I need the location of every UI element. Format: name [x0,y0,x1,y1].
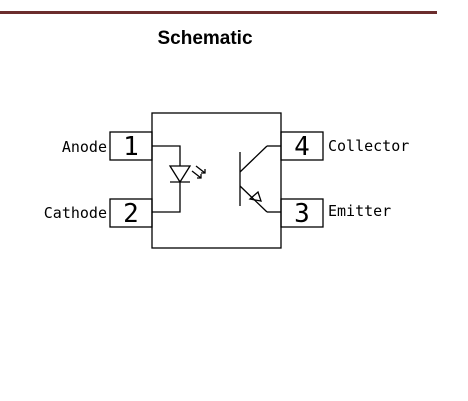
page-title: Schematic [157,28,253,49]
pin-1-number: 1 [123,132,139,162]
header-rule [0,11,437,14]
pin-4-number: 4 [294,132,310,162]
emitter-label: Emitter [328,202,391,220]
pin-2-box [109,198,153,228]
pin-3-box [280,198,324,228]
led-symbol [152,145,206,213]
anode-label: Anode [62,138,107,156]
cathode-label: Cathode [44,204,107,222]
phototransistor-symbol [239,145,281,213]
ic-body [151,112,282,249]
collector-label: Collector [328,137,409,155]
pin-3-number: 3 [294,199,310,229]
pin-2-number: 2 [123,199,139,229]
